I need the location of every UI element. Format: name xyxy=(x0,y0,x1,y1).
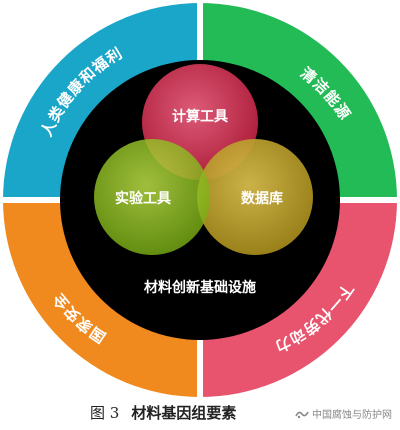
caption-text: 图 3 材料基因组要素 xyxy=(90,402,236,423)
diagram-canvas: 人类健康和福利 清洁能源 下一代劳动力 国家安全 计算工具 实验工具 数据库 材… xyxy=(3,3,397,397)
materials-genome-diagram: 人类健康和福利 清洁能源 下一代劳动力 国家安全 计算工具 实验工具 数据库 材… xyxy=(3,3,397,397)
wave-logo-icon xyxy=(295,408,309,420)
label-database: 数据库 xyxy=(241,190,283,207)
figure-number: 图 3 xyxy=(90,404,120,422)
circle-experimental-tools xyxy=(94,139,210,255)
label-computational-tools: 计算工具 xyxy=(172,108,228,125)
watermark: 中国腐蚀与防护网 xyxy=(295,406,392,421)
watermark-text: 中国腐蚀与防护网 xyxy=(312,410,392,421)
figure-caption: 图 3 材料基因组要素 中国腐蚀与防护网 xyxy=(0,398,400,430)
label-experimental-tools: 实验工具 xyxy=(115,190,171,207)
label-core-infrastructure: 材料创新基础设施 xyxy=(144,279,256,296)
circle-database xyxy=(197,139,313,255)
figure-title: 材料基因组要素 xyxy=(131,404,237,422)
